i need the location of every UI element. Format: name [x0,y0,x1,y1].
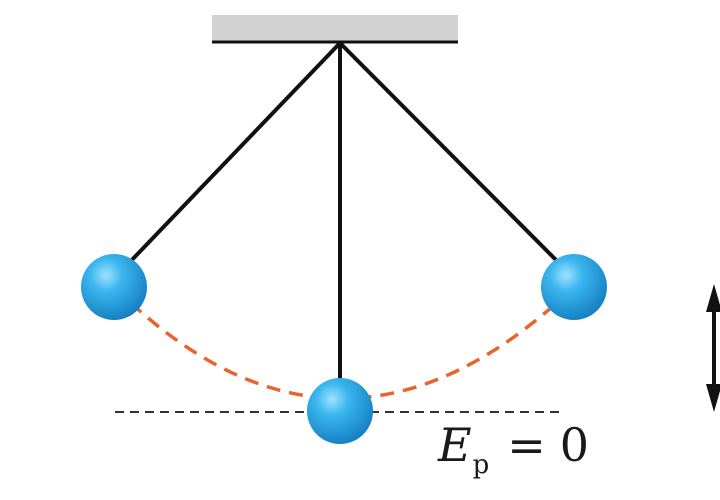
energy-subscript: p [472,450,490,480]
energy-value: 0 [559,418,590,472]
string-right [338,41,562,266]
ceiling-support [212,15,458,42]
pendulum-bob-center [307,378,373,444]
pendulum-bob-left [81,254,147,320]
energy-symbol: E [438,418,472,472]
double-headed-arrow-icon [706,284,720,412]
pendulum-bob-right [541,254,607,320]
equals-sign: = [507,418,546,472]
string-left [126,41,342,266]
potential-energy-label: Ep=0 [438,422,589,478]
